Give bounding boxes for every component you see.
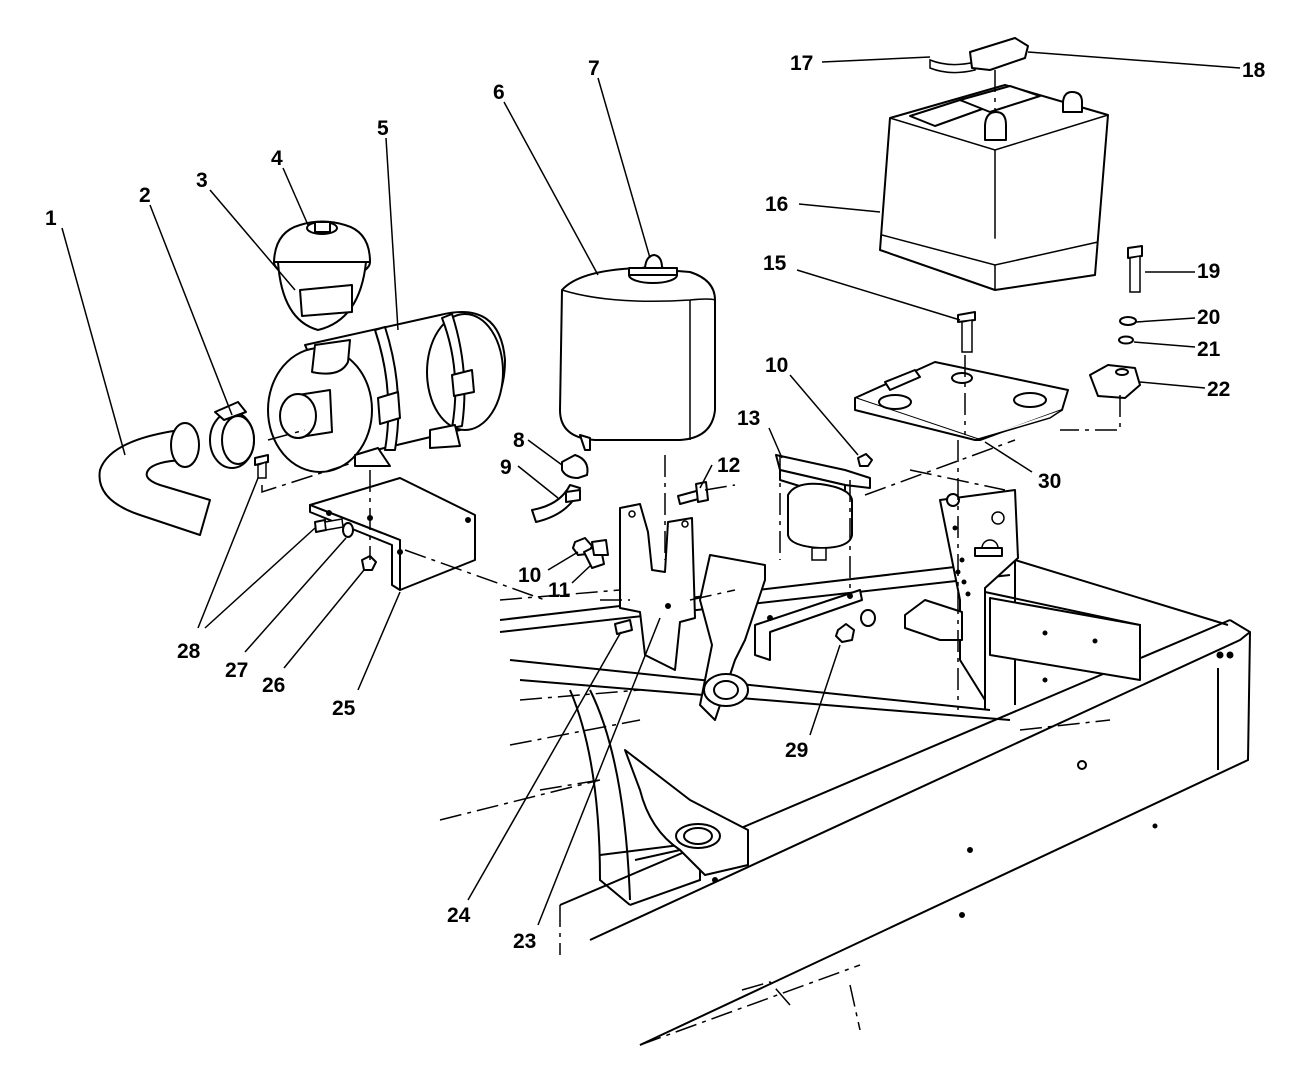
part-17-cable <box>929 58 976 74</box>
part-9-hose <box>531 484 581 523</box>
part-21-lockwasher <box>1118 335 1134 345</box>
callout-5: 5 <box>377 117 389 140</box>
callout-19: 19 <box>1197 260 1220 283</box>
callout-3: 3 <box>196 169 208 192</box>
part-20-washer <box>1119 316 1137 326</box>
part-24-bolt <box>614 619 633 635</box>
part-19-bolt <box>1127 245 1143 293</box>
part-25-air-cleaner-bracket <box>309 477 476 591</box>
right-mount-bracket <box>904 489 1141 701</box>
part-12-bolt <box>677 481 709 505</box>
callout-15: 15 <box>763 252 787 275</box>
callout-8: 8 <box>513 429 525 452</box>
part-22-hold-down-block <box>1089 364 1141 399</box>
callout-27: 27 <box>225 659 248 682</box>
part-5-air-cleaner <box>267 311 506 473</box>
alignment-lines <box>261 70 1121 710</box>
part-29-lower-bracket <box>754 589 876 661</box>
part-28-bolt-lower <box>314 518 344 533</box>
callout-29: 29 <box>785 739 808 762</box>
callout-1: 1 <box>45 207 57 230</box>
callout-10a: 10 <box>518 564 541 587</box>
part-30-battery-tray <box>854 361 1069 441</box>
leader-lines <box>61 51 1241 926</box>
callout-2: 2 <box>139 184 151 207</box>
callout-18: 18 <box>1242 59 1266 82</box>
part-23-tank-mount-plate <box>619 503 696 671</box>
callout-12: 12 <box>717 454 740 477</box>
callout-25: 25 <box>332 697 356 720</box>
part-10-nut-upper <box>857 453 873 467</box>
part-15-bolt <box>957 311 976 353</box>
part-28-bolt <box>254 454 269 479</box>
callout-30: 30 <box>1038 470 1061 493</box>
callout-labels: 1 2 3 4 5 6 7 8 9 10 10 11 12 13 15 16 1… <box>45 52 1266 953</box>
filter-canister <box>787 482 853 561</box>
callout-22: 22 <box>1207 378 1230 401</box>
part-6-reservoir-tank <box>559 267 716 451</box>
part-8-elbow-fitting <box>561 454 589 479</box>
part-2-hose-clamp <box>209 401 255 469</box>
callout-21: 21 <box>1197 338 1221 361</box>
callout-10b: 10 <box>765 354 788 377</box>
callout-17: 17 <box>790 52 813 75</box>
callout-9: 9 <box>500 456 512 479</box>
part-7-cap <box>628 254 678 284</box>
callout-11: 11 <box>548 579 571 602</box>
air-cleaner-outlet <box>279 389 333 439</box>
part-26-nut <box>361 555 377 571</box>
callout-6: 6 <box>493 81 505 104</box>
callout-26: 26 <box>262 674 285 697</box>
part-3-bowl <box>277 261 367 331</box>
part-1-intake-hose <box>98 422 211 536</box>
part-18-terminal-boot <box>969 37 1029 71</box>
part-16-battery <box>879 84 1109 291</box>
callout-4: 4 <box>271 147 283 170</box>
part-11-clip <box>583 539 609 569</box>
side-mount-bracket <box>699 554 766 721</box>
engine-mount-plate <box>624 749 749 876</box>
callout-16: 16 <box>765 193 788 216</box>
callout-13: 13 <box>737 407 760 430</box>
callout-7: 7 <box>588 57 600 80</box>
callout-28: 28 <box>177 640 201 663</box>
callout-23: 23 <box>513 930 536 953</box>
part-27-washer <box>342 522 354 538</box>
callout-24: 24 <box>447 904 471 927</box>
callout-20: 20 <box>1197 306 1220 329</box>
chassis-frame <box>439 559 1252 1046</box>
